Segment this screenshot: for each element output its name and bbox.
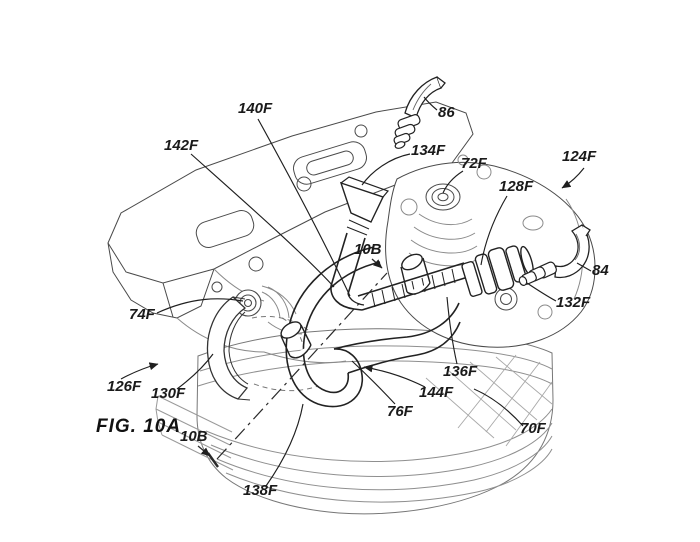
leader-70f <box>473 388 524 427</box>
ref-label-72F: 72F <box>461 155 487 172</box>
ref-label-76F: 76F <box>387 403 413 420</box>
leader-128f <box>480 195 508 266</box>
ref-label-84: 84 <box>592 262 609 279</box>
leader-74f <box>156 298 244 314</box>
intake-boot-130f <box>206 296 251 401</box>
ref-label-130F: 130F <box>151 385 186 402</box>
leader-142f <box>190 153 335 288</box>
breather-elbow-86 <box>393 76 446 149</box>
ref-label-124F: 124F <box>562 148 597 165</box>
ref-label-132F: 132F <box>556 294 591 311</box>
leader-134f <box>361 153 411 186</box>
ref-label-10B-lower: 10B <box>180 428 208 445</box>
leader-132f <box>526 282 557 302</box>
ref-label-126F: 126F <box>107 378 142 395</box>
view-arrow-124f <box>561 167 585 189</box>
ref-label-70F: 70F <box>520 420 546 437</box>
ref-label-138F: 138F <box>243 482 278 499</box>
leader-72f <box>442 170 464 194</box>
leader-130f <box>176 353 214 390</box>
ref-label-142F: 142F <box>164 137 199 154</box>
ref-label-136F: 136F <box>443 363 478 380</box>
leader-lines <box>120 96 592 487</box>
leader-76f <box>351 360 396 405</box>
ref-label-128F: 128F <box>499 178 534 195</box>
leader-144f <box>363 364 426 388</box>
leader-136f <box>446 296 458 365</box>
leader-138f <box>265 403 304 487</box>
ref-label-10B-upper: 10B <box>354 241 382 258</box>
leader-140f <box>257 118 351 297</box>
leader-86 <box>423 96 438 111</box>
ref-label-134F: 134F <box>411 142 446 159</box>
section-line-10b <box>197 258 388 468</box>
leader-84 <box>576 262 592 272</box>
ref-label-140F: 140F <box>238 100 273 117</box>
figure-caption: FIG. 10A <box>96 416 182 437</box>
ref-label-144F: 144F <box>419 384 454 401</box>
ref-label-86: 86 <box>438 104 455 121</box>
view-arrow-126f <box>120 362 159 380</box>
left-rocker-housing <box>107 101 474 319</box>
cylinder-fins <box>155 328 554 515</box>
breather-elbow-84 <box>518 224 591 286</box>
ref-label-74F: 74F <box>129 306 155 323</box>
